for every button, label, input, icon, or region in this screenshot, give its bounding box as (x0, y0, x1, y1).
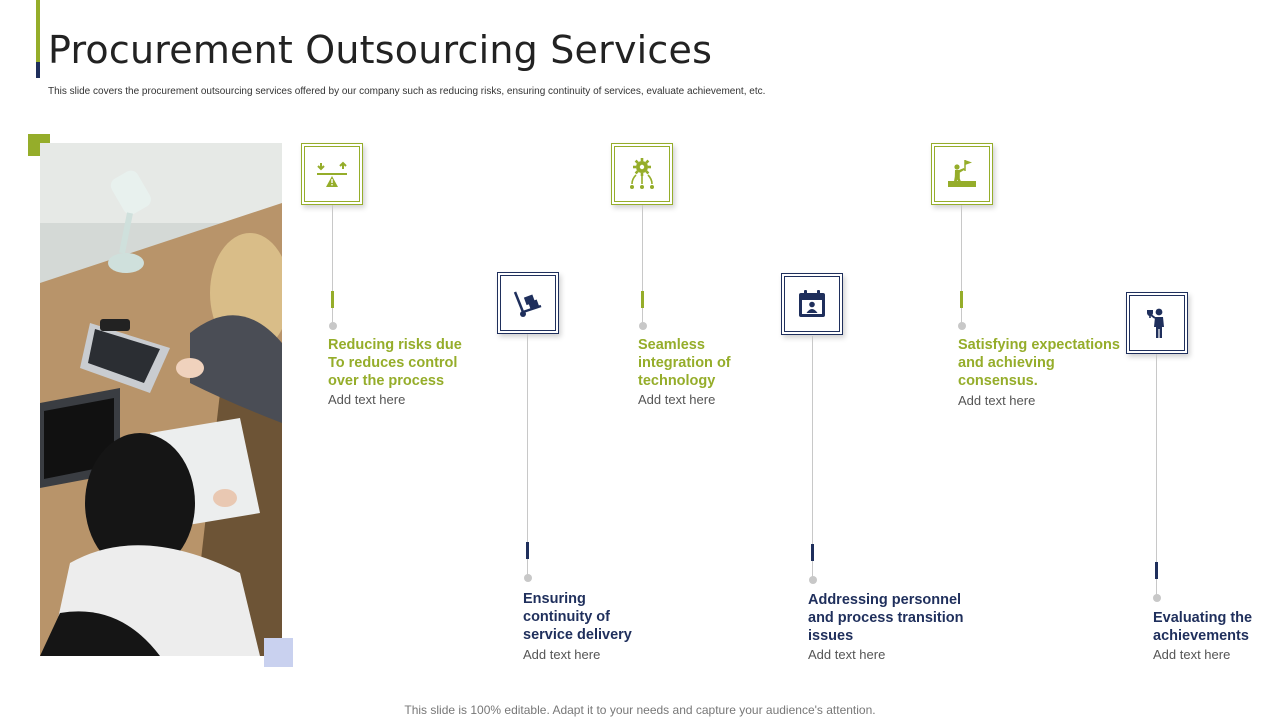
page-title: Procurement Outsourcing Services (48, 28, 713, 72)
connector-dot (524, 574, 532, 582)
office-photo (40, 143, 282, 656)
item-title-continuity: Ensuring continuity of service delivery (523, 591, 632, 643)
item-text-integration: Add text here (638, 392, 716, 407)
icon-card-achievements (1126, 292, 1188, 354)
connector-dot (1153, 594, 1161, 602)
item-title-expectations: Satisfying expectations and achieving co… (958, 337, 1120, 389)
connector-dot (809, 576, 817, 584)
page-subtitle: This slide covers the procurement outsou… (48, 86, 766, 97)
item-title-risk: Reducing risks due To reduces control ov… (328, 337, 462, 389)
footer-note: This slide is 100% editable. Adapt it to… (404, 703, 876, 717)
icon-card-continuity (497, 272, 559, 334)
icon-card-risk (301, 143, 363, 205)
connector-line (332, 205, 333, 325)
hand-truck-icon (513, 291, 542, 317)
item-title-personnel: Addressing personnel and process transit… (808, 592, 964, 644)
calendar-person-icon (799, 290, 825, 317)
gear-network-icon (630, 158, 654, 189)
title-accent-bar-dark (36, 62, 40, 78)
item-text-continuity: Add text here (523, 647, 601, 662)
item-title-achievements: Evaluating the achievements (1153, 610, 1253, 644)
connector-dot (639, 322, 647, 330)
connector-line (527, 334, 528, 578)
connector-dot (329, 322, 337, 330)
icon-card-integration (611, 143, 673, 205)
decorative-blue-square (264, 638, 293, 667)
item-text-expectations: Add text here (958, 393, 1036, 408)
icon-card-personnel (781, 273, 843, 335)
connector-tick (811, 544, 814, 561)
item-title-integration: Seamless integration of technology (638, 337, 731, 389)
item-text-achievements: Add text here (1153, 647, 1231, 662)
connector-line (1156, 354, 1157, 598)
connector-tick (526, 542, 529, 559)
item-text-risk: Add text here (328, 392, 406, 407)
balance-risk-icon (317, 161, 347, 187)
connector-tick (641, 291, 644, 308)
connector-line (961, 205, 962, 325)
summit-flag-icon (948, 160, 976, 187)
connector-tick (960, 291, 963, 308)
connector-tick (1155, 562, 1158, 579)
icon-card-expectations (931, 143, 993, 205)
connector-line (812, 336, 813, 580)
connector-tick (331, 291, 334, 308)
connector-dot (958, 322, 966, 330)
title-accent-bar (36, 0, 40, 78)
item-text-personnel: Add text here (808, 647, 886, 662)
connector-line (642, 205, 643, 325)
trophy-person-icon (1147, 308, 1164, 338)
